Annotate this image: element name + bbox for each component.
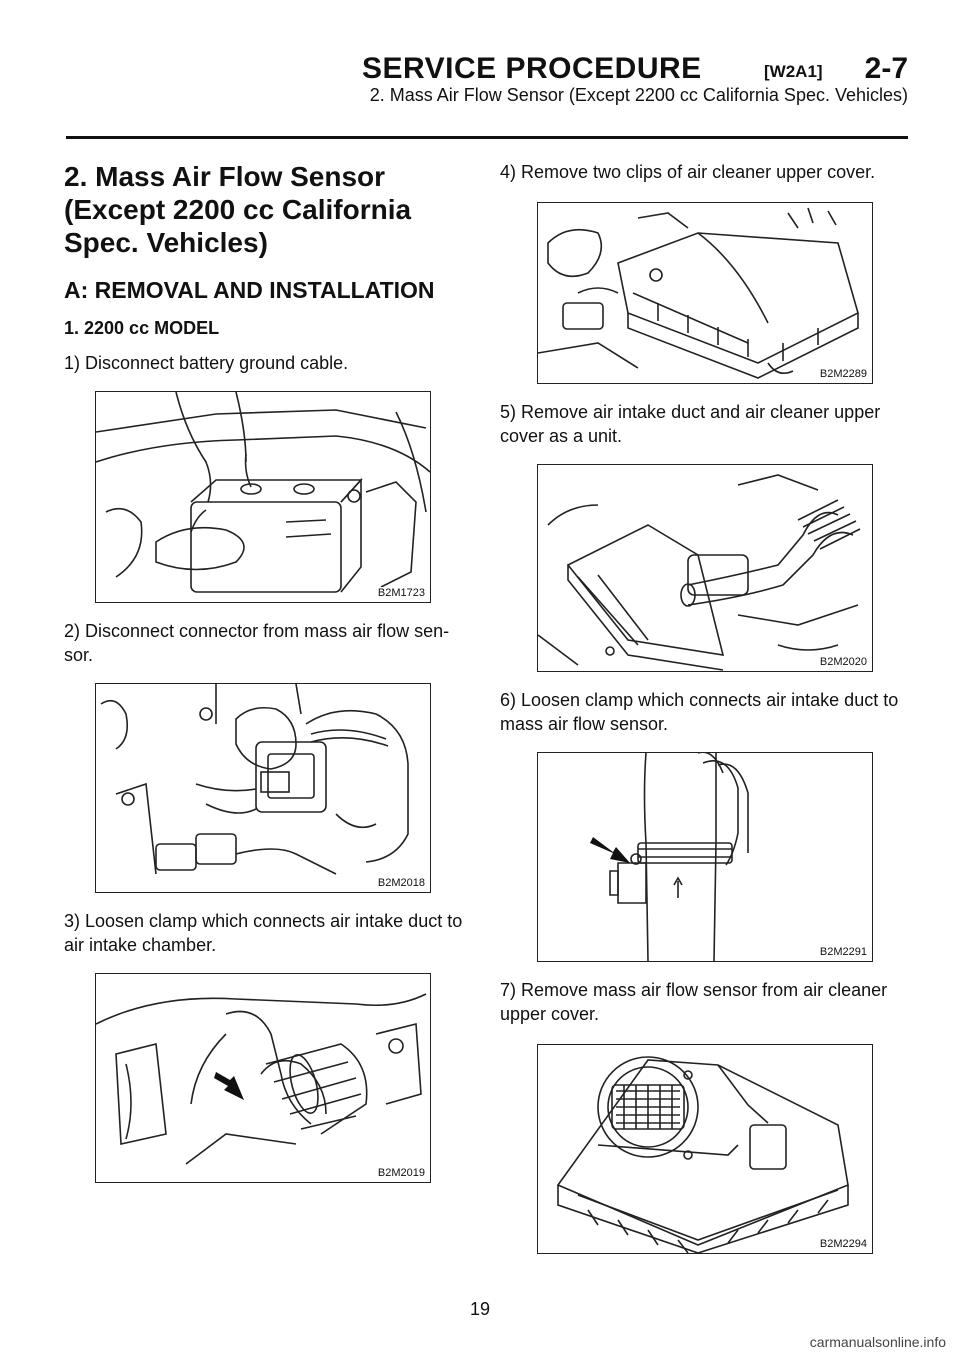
section-title-line-3: Spec. Vehicles) xyxy=(64,227,268,258)
figure-maf-connector: B2M2018 xyxy=(95,683,431,893)
duct-and-cover-illustration xyxy=(538,474,861,671)
header-subtitle: 2. Mass Air Flow Sensor (Except 2200 cc … xyxy=(369,85,908,105)
figure-label-B2M2020: B2M2020 xyxy=(818,656,868,668)
right-column: 4) Remove two clips of air cleaner upper… xyxy=(500,160,910,1254)
battery-ground-illustration xyxy=(96,392,430,593)
section-title-line-2: (Except 2200 cc California xyxy=(64,194,412,225)
left-column: 2. Mass Air Flow Sensor (Except 2200 cc … xyxy=(64,160,468,1183)
figure-intake-clamp: B2M2019 xyxy=(95,973,431,1183)
step-7-text: 7) Remove mass air flow sensor from air … xyxy=(500,980,888,1024)
intake-clamp-illustration xyxy=(96,993,427,1165)
maf-connector-illustration xyxy=(100,684,409,875)
figure-battery-ground: B2M1723 xyxy=(95,391,431,603)
figure-label-B2M1723: B2M1723 xyxy=(376,587,426,599)
figure-label-B2M2289: B2M2289 xyxy=(818,368,868,380)
header-section-number: 2-7 xyxy=(864,52,908,85)
section-title-line-1: 2. Mass Air Flow Sensor xyxy=(64,161,386,192)
figure-duct-and-cover: B2M2020 xyxy=(537,464,873,672)
cleaner-clips-illustration xyxy=(538,207,859,379)
header-code: [W2A1] xyxy=(764,62,823,81)
step-2-text: 2) Disconnect connector from mass air fl… xyxy=(64,621,450,665)
maf-removal-illustration xyxy=(556,1056,849,1253)
arrow-icon xyxy=(214,1072,244,1100)
step-5-text: 5) Remove air intake duct and air cleane… xyxy=(500,402,881,446)
header-title: SERVICE PROCEDURE xyxy=(362,52,702,85)
figure-label-B2M2294: B2M2294 xyxy=(818,1238,868,1250)
figure-label-B2M2019: B2M2019 xyxy=(376,1167,426,1179)
page-header: SERVICE PROCEDURE [W2A1] 2-7 2. Mass Air… xyxy=(66,52,908,142)
section-title: 2. Mass Air Flow Sensor (Except 2200 cc … xyxy=(64,160,468,259)
step-3-text: 3) Loosen clamp which connects air intak… xyxy=(64,911,463,955)
figure-maf-removal: B2M2294 xyxy=(537,1044,873,1254)
step-4-text: 4) Remove two clips of air cleaner upper… xyxy=(500,162,876,182)
page-number: 19 xyxy=(469,1299,491,1319)
step-1-text: 1) Disconnect battery ground cable. xyxy=(64,353,349,373)
figure-cleaner-clips: B2M2289 xyxy=(537,202,873,384)
figure-maf-clamp: B2M2291 xyxy=(537,752,873,962)
header-rule xyxy=(66,136,908,139)
figure-label-B2M2018: B2M2018 xyxy=(376,877,426,889)
subsection-title: A: REMOVAL AND INSTALLATION xyxy=(64,277,435,303)
watermark: carmanualsonline.info xyxy=(809,1334,946,1350)
figure-label-B2M2291: B2M2291 xyxy=(818,946,868,958)
step-6-text: 6) Loosen clamp which connects air intak… xyxy=(500,690,899,734)
model-title: 1. 2200 cc MODEL xyxy=(64,318,220,338)
maf-clamp-illustration xyxy=(590,753,749,961)
arrow-icon xyxy=(590,837,630,863)
